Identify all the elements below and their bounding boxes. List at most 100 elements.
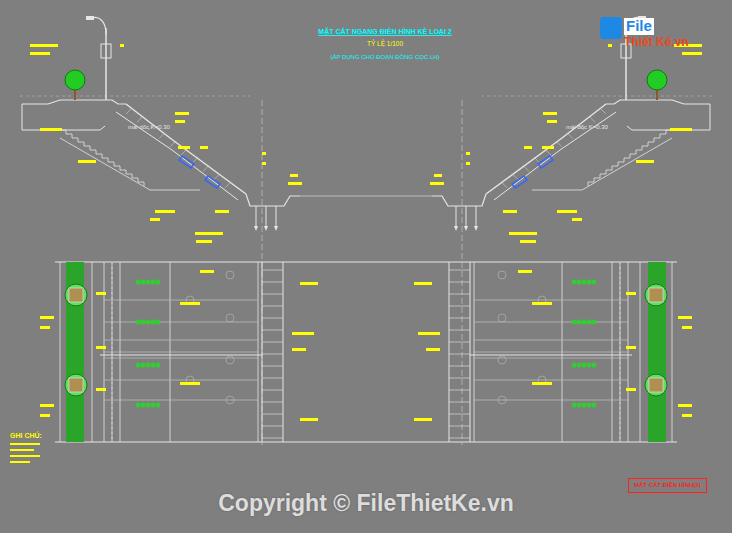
stairs-line [60,138,200,190]
note-mark [572,218,582,221]
hatch-line [512,174,518,180]
shrub [582,280,587,285]
note-mark [215,210,229,213]
note-mark [30,52,50,55]
axis-line [262,100,263,445]
shrub [592,403,597,408]
plan-line [104,300,258,301]
paving-mark [498,356,506,364]
plan-line [104,322,258,323]
shrub [592,320,597,325]
ladder-rung [262,318,283,319]
hatch-line [137,116,143,122]
shrub [156,280,161,285]
block-symbol [179,156,194,168]
note-text: (ÁP DỤNG CHO ĐOẠN ĐÓNG CỌC LH) [330,54,439,61]
note-mark [524,146,532,149]
note-mark [636,160,654,163]
plan-line [366,262,677,263]
paving-mark [226,271,234,279]
note-line [10,461,30,463]
note-mark [40,128,62,131]
plan-line [474,352,628,353]
shrub [136,320,141,325]
ladder-rung [262,414,283,415]
stairs-line [532,138,672,190]
shrub [592,280,597,285]
pile-line [276,206,277,228]
hatch-line [181,149,187,155]
paving-mark [498,314,506,322]
note-mark [532,302,552,305]
shrub [151,363,156,368]
shrub [151,280,156,285]
shrub [156,320,161,325]
plan-line [104,352,258,353]
note-line [10,443,40,445]
plan-line [100,354,262,355]
note-mark [195,232,223,235]
note-mark [150,218,160,221]
hatch-line [545,149,551,155]
shrub [572,403,577,408]
note-mark [626,292,636,295]
ladder-rung [262,402,283,403]
note-line [10,449,34,451]
note-mark [288,182,302,185]
note-text: GHI CHÚ: [10,432,42,440]
note-mark [30,44,58,47]
block-symbol [512,176,527,188]
note-mark [626,388,636,391]
note-mark [670,128,692,131]
note-mark [678,404,692,407]
shrub [141,280,146,285]
hatch-line [567,133,573,139]
note-mark [200,146,208,149]
note-text: TỶ LỆ 1/100 [367,40,403,47]
shrub [146,280,151,285]
note-mark [503,210,517,213]
note-mark [414,418,432,421]
ladder-rung [262,426,283,427]
shrub [577,320,582,325]
note-mark [434,174,442,177]
note-line [10,455,40,457]
plan-line [104,358,258,359]
slope-line [494,112,616,200]
wall-line [22,104,105,130]
note-mark [682,52,702,55]
note-mark [682,326,692,329]
wall-line [627,104,710,130]
note-mark [543,112,557,115]
ladder-rung [449,282,470,283]
ladder-rung [262,366,283,367]
plan-line [92,262,93,442]
paving-mark [226,356,234,364]
hatch-line [523,165,529,171]
plan-line [55,442,366,443]
logo-icon [600,17,622,39]
plan-line [262,262,263,442]
shrub [572,363,577,368]
tree-plan [645,284,667,306]
hatch-line [159,133,165,139]
ladder-rung [449,270,470,271]
ladder-rung [449,426,470,427]
watermark: Copyright © FileThietKe.vn [218,491,514,516]
note-mark [292,332,314,335]
ladder-rung [449,414,470,415]
pile-line [466,206,467,228]
plan-line [474,400,628,401]
slope-line [116,112,238,200]
hatch-line [556,141,562,147]
block-symbol [538,156,553,168]
pile-line [256,206,257,228]
note-mark [290,174,298,177]
ladder-rung [449,318,470,319]
ladder-rung [449,342,470,343]
lamp-base [101,44,111,58]
note-mark [300,282,318,285]
shrub [572,320,577,325]
note-mark [40,414,50,417]
tree-crown [65,70,85,90]
